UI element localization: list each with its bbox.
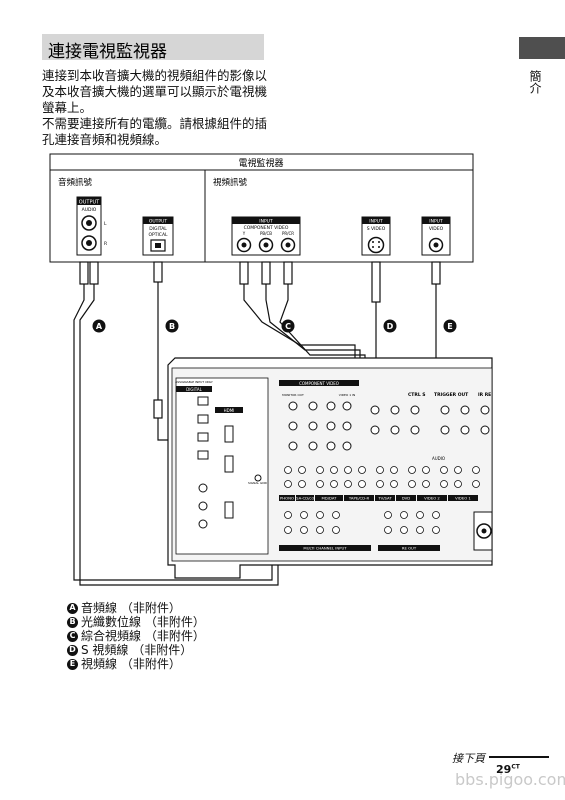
optical-output-panel: OUTPUT DIGITAL OPTICAL	[142, 216, 174, 256]
video1-in-label: VIDEO 1 IN	[339, 393, 355, 397]
hdmi-label: HDMI	[224, 408, 235, 413]
optical-sub2: OPTICAL	[148, 232, 168, 238]
callout-b	[165, 319, 179, 333]
legend-text-c: 綜合視頻線 （非附件）	[81, 629, 205, 643]
legend-text-e: 視頻線 （非附件）	[81, 657, 181, 671]
optical-output-header: OUTPUT	[149, 219, 168, 225]
page-number: 29CT	[496, 763, 520, 776]
multi-channel-input-label: MULTI CHANNEL INPUT	[303, 546, 347, 551]
digital-section	[175, 377, 269, 555]
callout-c	[281, 319, 295, 333]
legend-text-d: S 視頻線 （非附件）	[81, 643, 193, 657]
audio-r-label: R	[104, 241, 107, 247]
page-number-suffix: CT	[511, 763, 520, 771]
section-label: 簡介	[528, 70, 542, 94]
component-input-panel: INPUT COMPONENT VIDEO Y PB/CB PR/CR	[231, 216, 301, 256]
svideo-sub: S VIDEO	[367, 226, 386, 232]
signal-gnd-label: SIGNAL GND	[248, 481, 268, 485]
svg-text:C: C	[285, 322, 291, 331]
ctrl-s-label: CTRL S	[408, 392, 426, 398]
video1-label: VIDEO 1	[455, 496, 471, 501]
md-dat-label: MD/DAT	[322, 496, 338, 501]
intro-paragraph-2: 不需要連接所有的電纜。請根據組件的插孔連接音頻和視頻線。	[42, 116, 268, 147]
legend-text-b: 光纖數位線 （非附件）	[81, 615, 205, 629]
section-tab	[519, 37, 565, 59]
svideo-jack	[367, 236, 385, 254]
tv-monitor-title: 電視監視器	[238, 157, 283, 169]
tv-sat-label: TV/SAT	[377, 496, 392, 501]
page-title: 連接電視監視器	[48, 42, 167, 62]
digital-label: DIGITAL	[186, 387, 202, 392]
svg-text:B: B	[169, 322, 175, 331]
dvd-label: DVD	[402, 496, 410, 501]
legend-badge-a: A	[67, 602, 78, 614]
svg-text:A: A	[96, 322, 103, 331]
video2-label: VIDEO 2	[424, 496, 440, 501]
legend-badge-e: E	[67, 658, 78, 670]
video-sub: VIDEO	[429, 226, 444, 232]
callout-badges: A B C D E	[92, 319, 457, 333]
continued-label: 接下頁	[452, 752, 485, 765]
component-pb-label: PB/CB	[260, 231, 272, 236]
audio-output-panel: OUTPUT AUDIO L R	[76, 196, 107, 256]
legend-badge-c: C	[67, 630, 78, 642]
svg-text:E: E	[447, 322, 452, 331]
assignable-input-label: ASSIGNABLE INPUT ONLY	[175, 380, 213, 384]
receiver-back-panel: DIGITAL ASSIGNABLE INPUT ONLY HDMI COMPO…	[167, 357, 493, 579]
video-input-header: INPUT	[429, 219, 443, 225]
watermark: bbs.pigoo.com	[455, 770, 565, 789]
audio-label: AUDIO	[432, 456, 445, 461]
component-video-label: COMPONENT VIDEO	[299, 381, 339, 386]
phono-label: PHONO	[280, 496, 294, 501]
svideo-input-header: INPUT	[369, 219, 383, 225]
svideo-input-panel: INPUT S VIDEO	[361, 216, 391, 256]
callout-d	[383, 319, 397, 333]
monitor-out-label: MONITOR OUT	[282, 393, 304, 397]
audio-output-sub: AUDIO	[82, 207, 97, 213]
component-pr-label: PR/CR	[282, 231, 294, 236]
optical-sub1: DIGITAL	[149, 226, 167, 232]
ir-re-label: IR RE	[478, 392, 491, 398]
sacd-label: SA-CD/cd	[296, 496, 314, 501]
footer-rule	[489, 756, 549, 758]
legend-text-a: 音頻線 （非附件）	[81, 601, 181, 615]
page-number-value: 29	[496, 763, 512, 776]
component-y-label: Y	[242, 231, 246, 236]
audio-l-label: L	[104, 221, 107, 227]
tape-label: TAPE/CD-R	[348, 496, 370, 501]
legend-badge-b: B	[67, 616, 78, 628]
component-sub: COMPONENT VIDEO	[244, 225, 289, 231]
callout-a	[92, 319, 106, 333]
component-input-header: INPUT	[259, 219, 273, 225]
intro-text: 連接到本收音擴大機的視頻組件的影像以及本收音擴大機的選單可以顯示於電視機螢幕上。…	[42, 68, 274, 148]
audio-output-header: OUTPUT	[79, 200, 100, 206]
audio-signal-label: 音頻訊號	[58, 177, 93, 188]
trigger-out-label: TRIGGER OUT	[434, 392, 469, 398]
intro-paragraph-1: 連接到本收音擴大機的視頻組件的影像以及本收音擴大機的選單可以顯示於電視機螢幕上。	[42, 68, 268, 115]
video-signal-label: 視頻訊號	[213, 177, 248, 188]
callout-e	[443, 319, 457, 333]
video-input-panel: INPUT VIDEO	[421, 216, 451, 256]
re-out-label: RE OUT	[402, 546, 417, 551]
title-bar	[42, 34, 264, 60]
legend-badge-d: D	[67, 644, 78, 656]
svg-text:D: D	[387, 322, 394, 331]
